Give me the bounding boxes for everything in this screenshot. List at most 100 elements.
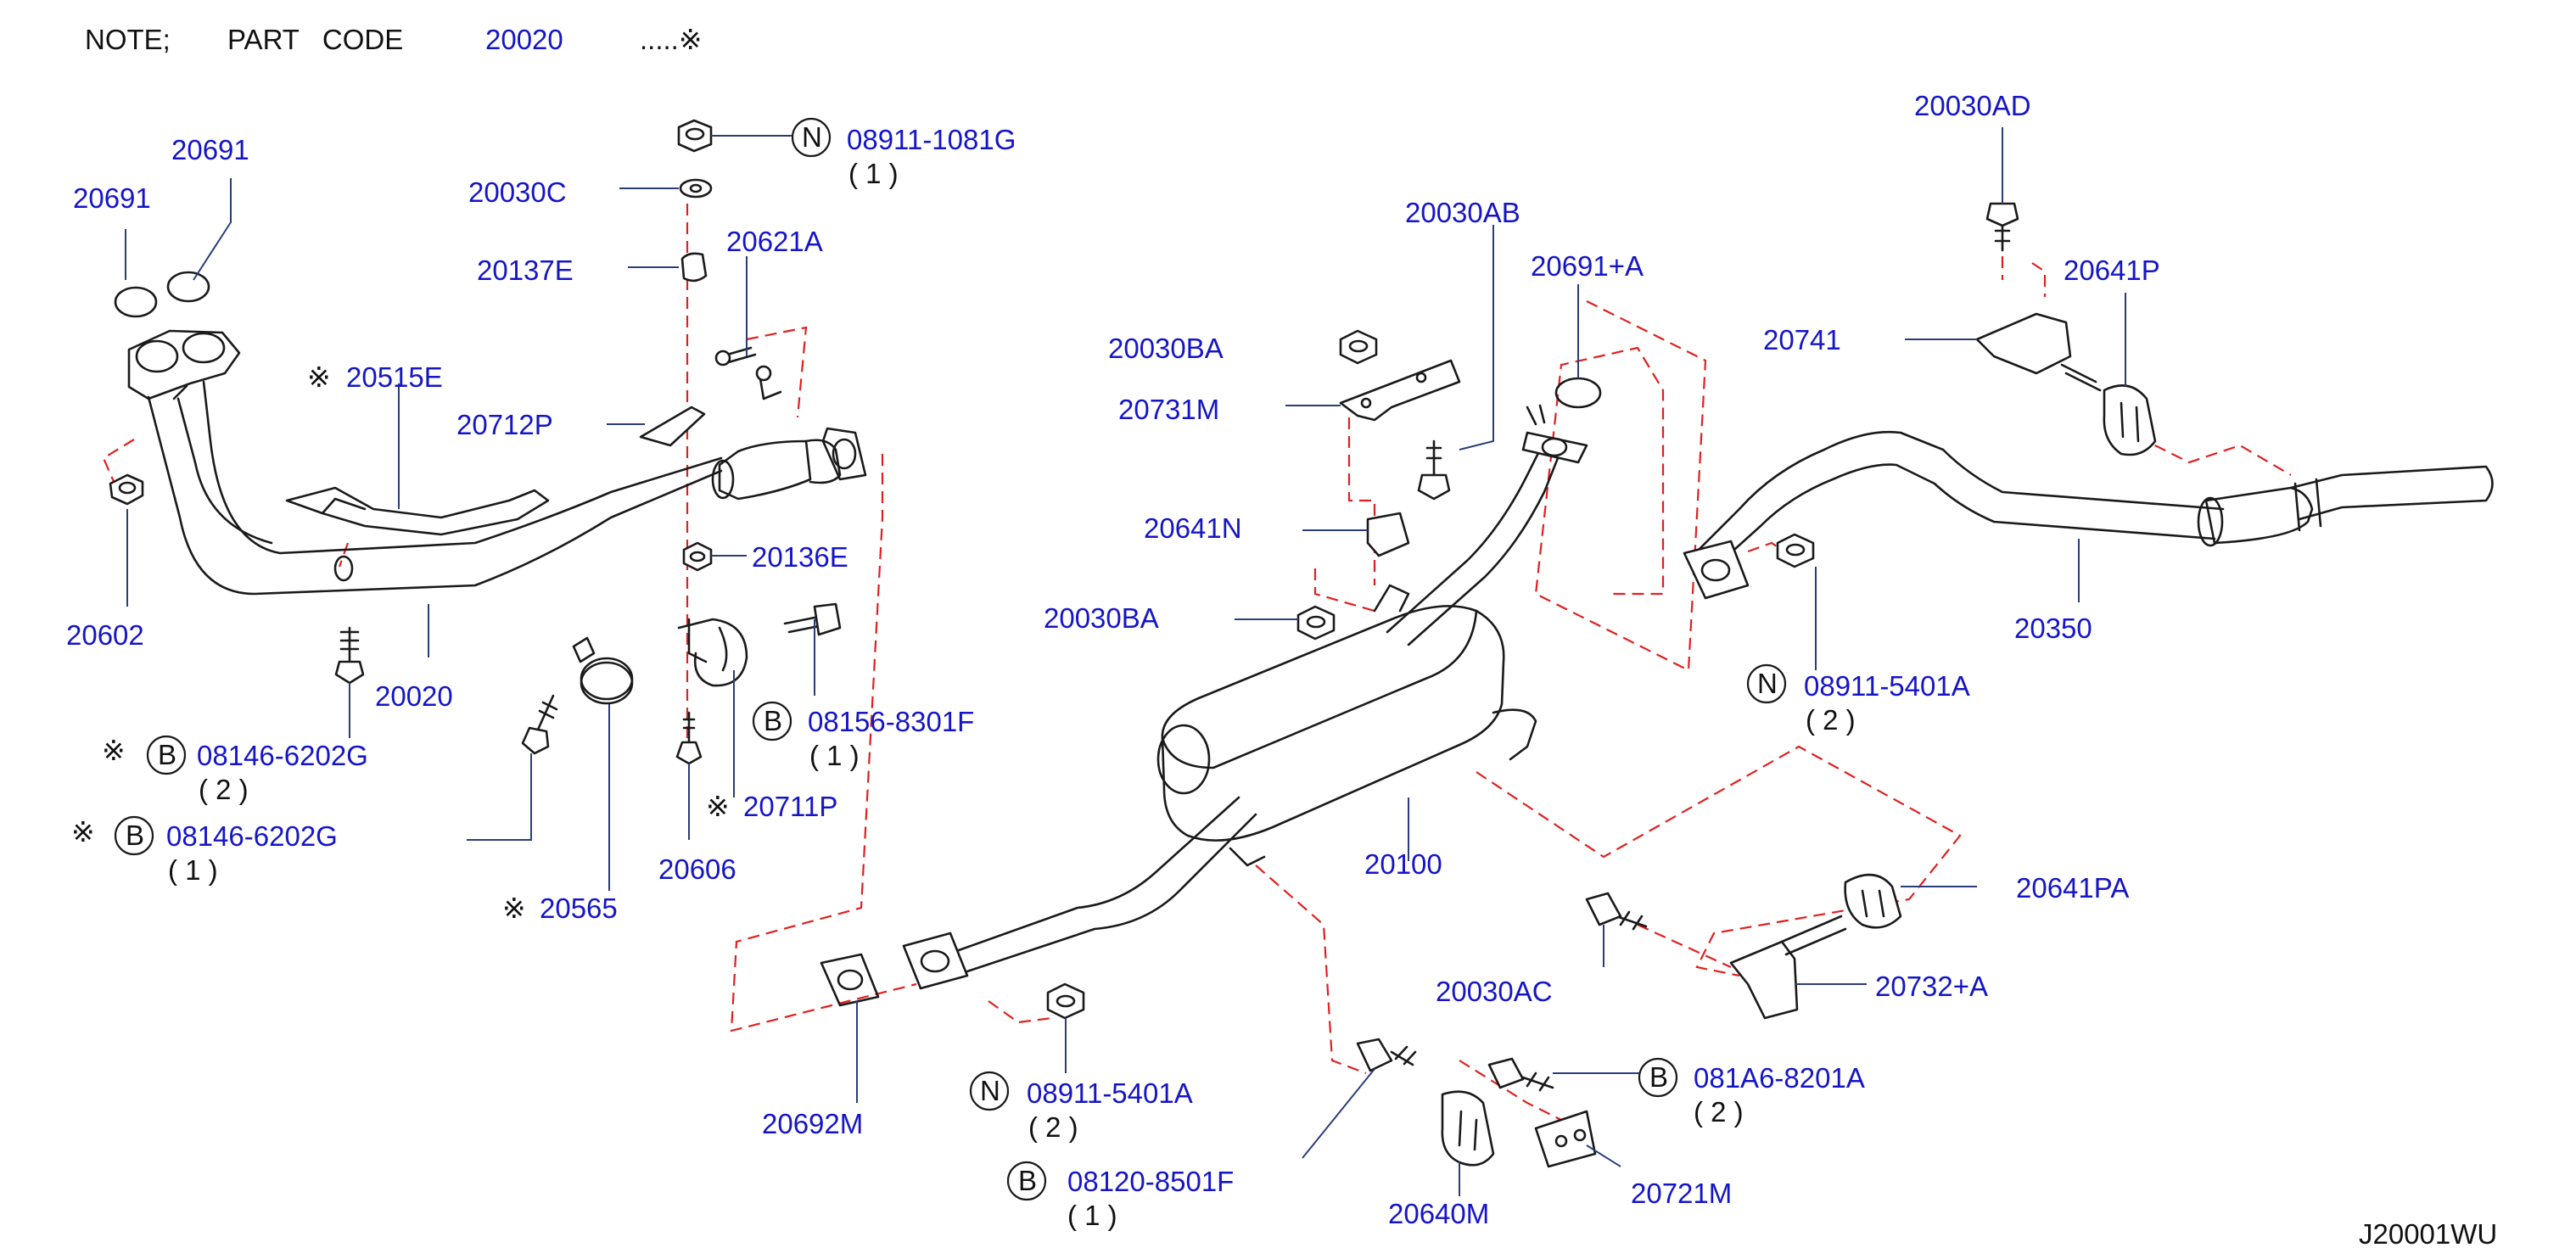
label-20691a-plus[interactable]: 20691+A bbox=[1531, 250, 1644, 282]
center-muffler[interactable] bbox=[902, 404, 1588, 990]
nut-08911-1081g[interactable] bbox=[677, 119, 713, 153]
n1-circle bbox=[791, 117, 832, 158]
label-20602[interactable]: 20602 bbox=[66, 619, 144, 651]
nut-20136e[interactable] bbox=[682, 541, 713, 572]
bolt-081a6-8201a[interactable] bbox=[1521, 1072, 1554, 1092]
washer-20030c[interactable] bbox=[679, 178, 713, 199]
nut-08911-5401a-lower[interactable] bbox=[1046, 982, 1085, 1020]
b1-circle bbox=[146, 735, 187, 775]
label-b2-code[interactable]: 08146-6202G bbox=[166, 820, 338, 852]
label-20030c[interactable]: 20030C bbox=[468, 176, 567, 208]
insulator-20641p[interactable] bbox=[2103, 384, 2157, 456]
muffler-hardware bbox=[820, 329, 1902, 1168]
insulator-20137e[interactable] bbox=[680, 252, 708, 283]
label-b1-qty: ( 2 ) bbox=[199, 774, 249, 805]
bolt-08146-2[interactable] bbox=[339, 626, 360, 663]
label-20731m[interactable]: 20731M bbox=[1118, 394, 1219, 425]
note-header: NOTE; PART CODE 20020 .....※ bbox=[85, 24, 703, 55]
label-20515e-star: ※ bbox=[307, 361, 331, 393]
diagram-code: J20001WU bbox=[2359, 1218, 2497, 1250]
clamp-20565[interactable] bbox=[580, 657, 634, 701]
label-20741[interactable]: 20741 bbox=[1763, 324, 1841, 355]
label-b5-code[interactable]: 081A6-8201A bbox=[1694, 1062, 1865, 1094]
label-20565[interactable]: 20565 bbox=[540, 892, 618, 924]
label-20721m[interactable]: 20721M bbox=[1631, 1178, 1732, 1209]
insulator-20641n[interactable] bbox=[1366, 512, 1410, 557]
label-b2-qty: ( 1 ) bbox=[168, 854, 218, 886]
label-b4-code[interactable]: 08120-8501F bbox=[1067, 1166, 1234, 1197]
part-labels: 20691 20691 20602 ※ 20515E 20020 ※ B 081… bbox=[66, 90, 2497, 1250]
label-b1-letter: B bbox=[158, 739, 176, 770]
nut-20030ba-upper[interactable] bbox=[1339, 329, 1378, 365]
label-b5-letter: B bbox=[1649, 1061, 1668, 1093]
label-n2-code[interactable]: 08911-5401A bbox=[1027, 1077, 1193, 1109]
hanger-20640m[interactable] bbox=[1441, 1090, 1495, 1167]
center-hardware bbox=[639, 119, 842, 765]
nut-08911-5401a-upper[interactable] bbox=[1776, 533, 1815, 568]
rear-tail-pipe[interactable] bbox=[1683, 202, 2494, 600]
label-20641pa[interactable]: 20641PA bbox=[2016, 872, 2129, 904]
label-20732a[interactable]: 20732+A bbox=[1875, 971, 1988, 1002]
label-20640m[interactable]: 20640M bbox=[1388, 1198, 1489, 1229]
bracket-20731m[interactable] bbox=[1339, 359, 1461, 422]
front-exhaust-pipe[interactable] bbox=[127, 329, 867, 596]
label-20691-left[interactable]: 20691 bbox=[73, 182, 151, 214]
label-20691-right[interactable]: 20691 bbox=[171, 134, 249, 165]
label-20020[interactable]: 20020 bbox=[375, 680, 453, 712]
label-20641n[interactable]: 20641N bbox=[1144, 512, 1242, 544]
label-n3-qty: ( 2 ) bbox=[1806, 704, 1856, 736]
bolt-20731m[interactable] bbox=[1425, 439, 1442, 477]
label-n1-qty: ( 1 ) bbox=[848, 158, 899, 189]
label-n3-code[interactable]: 08911-5401A bbox=[1804, 670, 1970, 702]
label-b2-letter: B bbox=[126, 820, 144, 851]
bracket-20741[interactable] bbox=[1975, 312, 2072, 375]
bolt-20030ac[interactable] bbox=[1615, 910, 1648, 931]
stud-20606[interactable] bbox=[682, 711, 696, 748]
label-20030ac[interactable]: 20030AC bbox=[1436, 976, 1553, 1007]
bolt-20030ad[interactable] bbox=[1994, 223, 2011, 252]
label-b5-qty: ( 2 ) bbox=[1694, 1096, 1744, 1128]
bracket-20712p[interactable] bbox=[639, 406, 706, 447]
gasket-20691-b[interactable] bbox=[166, 271, 210, 303]
label-20641p[interactable]: 20641P bbox=[2064, 255, 2160, 286]
note-suffix: .....※ bbox=[640, 24, 703, 55]
label-20030ba-upper[interactable]: 20030BA bbox=[1108, 333, 1224, 364]
label-20137e[interactable]: 20137E bbox=[477, 255, 574, 286]
label-20030ad[interactable]: 20030AD bbox=[1914, 90, 2031, 121]
label-20712p[interactable]: 20712P bbox=[456, 409, 553, 440]
insulator-20641pa[interactable] bbox=[1844, 873, 1902, 929]
note-part-code[interactable]: 20020 bbox=[485, 24, 563, 55]
label-b3-code[interactable]: 08156-8301F bbox=[808, 706, 974, 737]
bolt-08146-1[interactable] bbox=[536, 694, 558, 731]
label-20350[interactable]: 20350 bbox=[2014, 613, 2092, 644]
label-20606[interactable]: 20606 bbox=[658, 853, 736, 885]
gasket-20692m[interactable] bbox=[820, 953, 880, 1007]
bolt-08120-8501f[interactable] bbox=[1390, 1045, 1417, 1066]
label-n1-code[interactable]: 08911-1081G bbox=[847, 124, 1016, 155]
label-20565-star: ※ bbox=[502, 892, 526, 924]
gasket-20691-a[interactable] bbox=[114, 286, 158, 318]
label-20621a[interactable]: 20621A bbox=[726, 226, 823, 257]
label-20711p[interactable]: 20711P bbox=[743, 791, 837, 822]
label-20100[interactable]: 20100 bbox=[1364, 848, 1442, 880]
label-20030ab[interactable]: 20030AB bbox=[1405, 197, 1520, 228]
b4-circle bbox=[1006, 1161, 1047, 1201]
label-n2-qty: ( 2 ) bbox=[1028, 1111, 1078, 1143]
b5-circle bbox=[1638, 1057, 1678, 1098]
hanger-20711p[interactable] bbox=[677, 618, 748, 687]
label-n3-letter: N bbox=[1757, 668, 1778, 699]
b2-circle bbox=[114, 815, 154, 856]
label-20692m[interactable]: 20692M bbox=[762, 1108, 863, 1139]
n2-circle bbox=[969, 1071, 1010, 1111]
nut-20030ba-lower[interactable] bbox=[1296, 605, 1336, 641]
b3-circle bbox=[752, 701, 792, 741]
gasket-20691a-plus[interactable] bbox=[1554, 377, 1602, 409]
label-n1-letter: N bbox=[802, 121, 822, 153]
nut-20602[interactable] bbox=[109, 473, 144, 506]
label-b1-code[interactable]: 08146-6202G bbox=[197, 740, 368, 771]
label-20136e[interactable]: 20136E bbox=[752, 541, 848, 573]
note-prefix: NOTE; bbox=[85, 24, 171, 55]
label-20515e[interactable]: 20515E bbox=[346, 361, 443, 393]
label-20030ba-lower[interactable]: 20030BA bbox=[1044, 602, 1159, 634]
